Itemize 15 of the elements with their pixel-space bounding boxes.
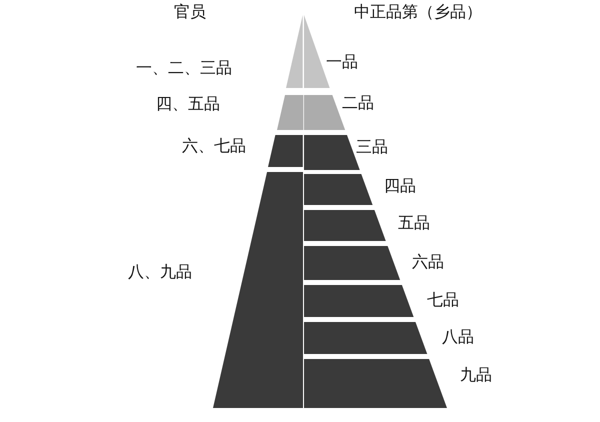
rank-label: 九品: [460, 366, 492, 384]
rank-label: 一、二、三品: [136, 59, 232, 77]
rank-label: 二品: [342, 94, 374, 112]
rank-label: 五品: [398, 214, 430, 232]
rank-label: 六、七品: [182, 137, 246, 155]
rank-label: 七品: [427, 291, 459, 309]
column-heading: 中正品第（乡品）: [354, 3, 482, 21]
rank-label: 四品: [384, 177, 416, 195]
column-heading: 官员: [174, 3, 206, 21]
rank-label: 八品: [442, 328, 474, 346]
rank-label: 三品: [356, 138, 388, 156]
rank-label: 六品: [412, 253, 444, 271]
rank-label: 四、五品: [156, 95, 220, 113]
rank-label: 八、九品: [128, 263, 192, 281]
rank-label: 一品: [326, 53, 358, 71]
